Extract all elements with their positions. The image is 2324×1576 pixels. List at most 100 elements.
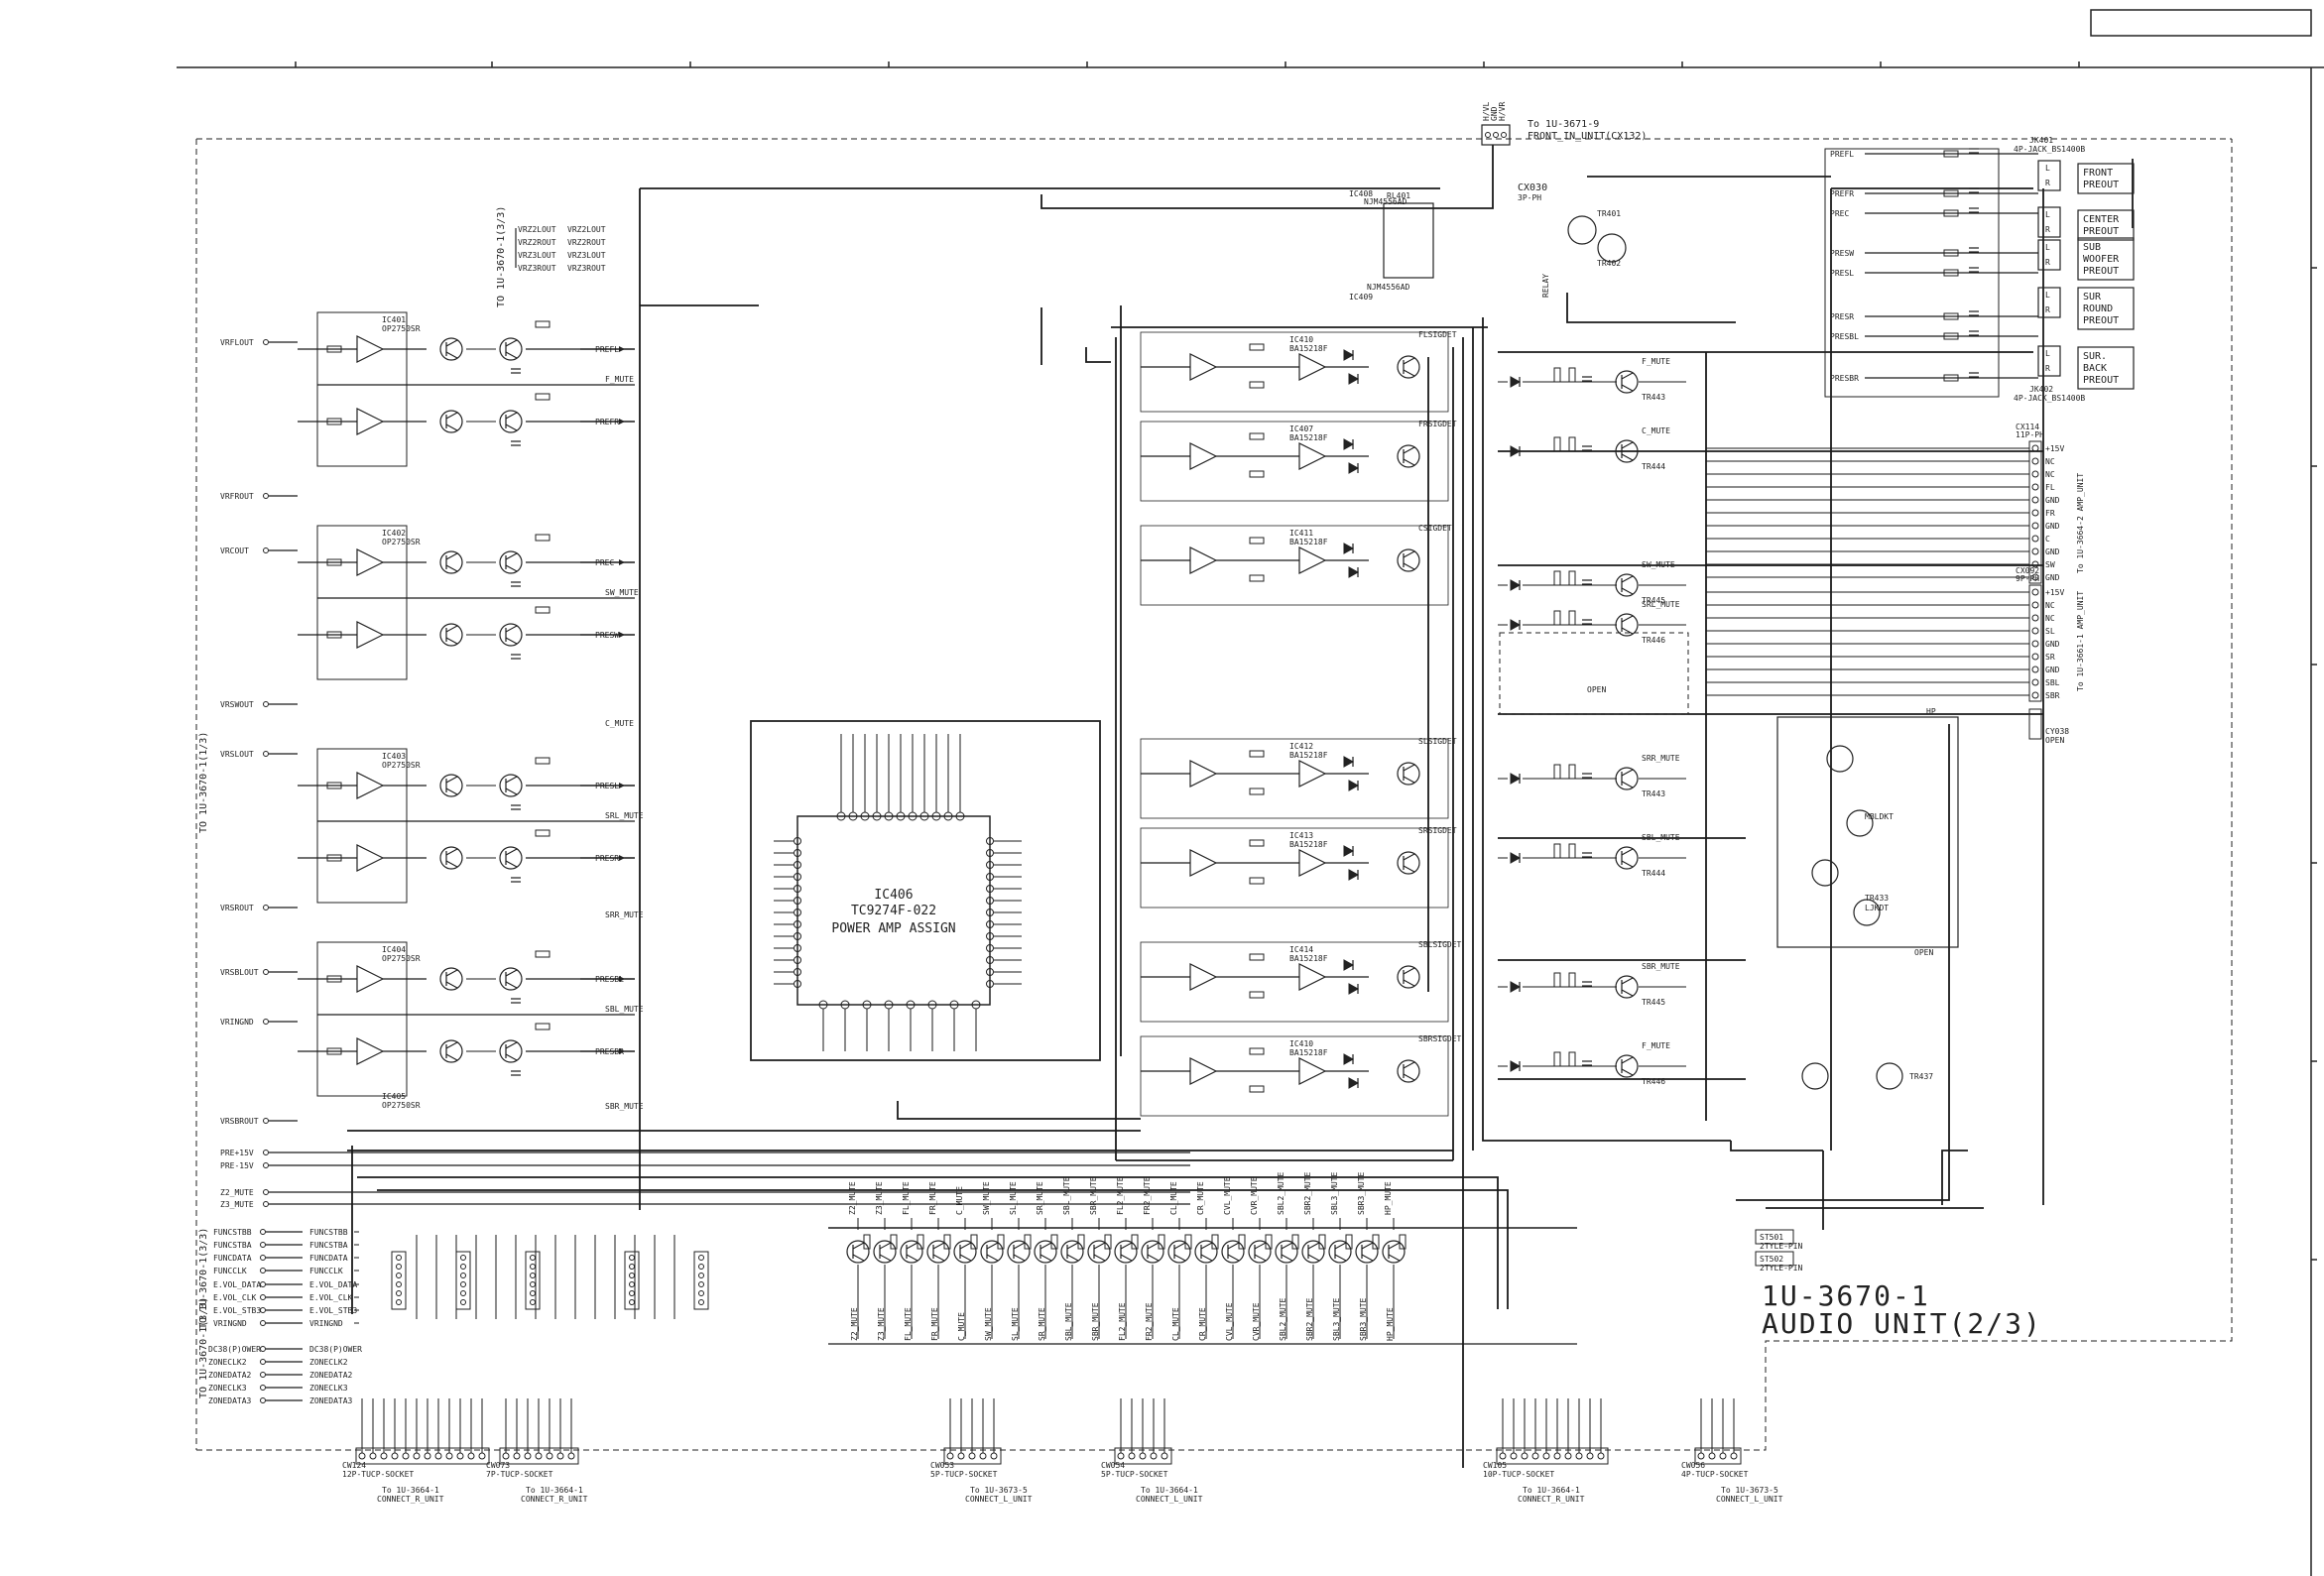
connector-pin	[1128, 1452, 1136, 1460]
jack-label: SUR.	[2083, 351, 2107, 362]
resistor-symbol	[1318, 1234, 1326, 1250]
terminal-icon	[263, 1019, 269, 1025]
resistor-symbol	[1943, 249, 1959, 257]
connector-type: 11P-PH	[2016, 430, 2044, 439]
transistor-symbol	[499, 774, 523, 797]
connector-pin-label: FR	[2045, 509, 2055, 518]
resistor-symbol	[1568, 764, 1576, 780]
vrz3rout-label: VRZ3ROUT	[518, 264, 556, 273]
jack-body	[2037, 287, 2061, 318]
sigdet-label: SBRSIGDET	[1418, 1034, 1462, 1043]
diode-symbol	[1510, 852, 1522, 864]
mute-transistor-column: TR443F_MUTETR444C_MUTETR445SW_MUTETR446S…	[1498, 357, 1686, 1086]
mute-net-label: SRL_MUTE	[605, 811, 644, 820]
transistor-symbol	[1060, 1240, 1084, 1264]
opamp-ref: IC403	[382, 752, 406, 761]
wire	[445, 848, 458, 856]
cw-pin	[698, 1281, 704, 1287]
cw-pin	[698, 1299, 704, 1305]
connector-pin-label: FL	[2045, 483, 2055, 492]
wire	[1621, 384, 1634, 392]
mute-bus-label: FL2_MUTE	[1116, 1176, 1125, 1215]
control-input-label: FUNCDATA	[213, 1254, 252, 1263]
connector-body	[2028, 708, 2042, 740]
cw-pin	[530, 1255, 536, 1261]
jack-ref: JK402	[2029, 385, 2053, 394]
cw-pin	[396, 1255, 402, 1261]
jack-input-label: PRESW	[1830, 249, 1854, 258]
zone-net-label: ZONECLK2	[309, 1358, 348, 1367]
connector-pin	[2031, 509, 2039, 517]
connector-pin-label: +15V	[2045, 444, 2064, 453]
jack-l: L	[2045, 291, 2050, 300]
diode-symbol	[1348, 566, 1360, 578]
connector-pin	[358, 1452, 366, 1460]
ic406-pin	[794, 885, 801, 893]
wire	[505, 637, 518, 645]
left-inputs: VRFLOUTVRFROUTVRCOUTVRSWOUTVRSLOUTVRSROU…	[220, 338, 1190, 1209]
vrz2rout-net: VRZ2ROUT	[567, 238, 606, 247]
wire	[1093, 1254, 1106, 1262]
mute-bus-out-label: HP_MUTE	[1386, 1307, 1395, 1341]
ic406-function: POWER AMP ASSIGN	[831, 921, 955, 936]
tr401-label: TR401	[1597, 209, 1621, 218]
resistor-symbol	[1104, 1234, 1112, 1250]
wire	[1621, 848, 1634, 856]
ic-ref: IC412	[1289, 742, 1313, 751]
opamp-frame	[316, 941, 408, 1097]
resistor-symbol	[997, 1234, 1005, 1250]
resistor-symbol	[1568, 367, 1576, 383]
ic-part: BA15218F	[1289, 1048, 1328, 1057]
opamp-frame	[316, 311, 408, 467]
cw-pin	[629, 1264, 635, 1270]
wire	[1040, 145, 1494, 209]
wire	[1621, 575, 1634, 583]
wire	[445, 981, 458, 989]
resistor-symbol	[1943, 150, 1959, 158]
resistor-symbol	[1553, 843, 1561, 859]
mute-net-label: SW_MUTE	[1642, 560, 1675, 569]
wire	[445, 339, 458, 347]
resistor-symbol	[1553, 610, 1561, 626]
opamp-symbol	[1189, 849, 1218, 877]
connector-pin-label: GND	[2045, 640, 2060, 649]
resistor-symbol	[1249, 470, 1265, 478]
mute-net-label: F_MUTE	[1642, 1041, 1670, 1050]
wire	[1403, 776, 1415, 784]
wire	[445, 1053, 458, 1061]
wire	[445, 564, 458, 572]
sigdet-label: SLSIGDET	[1418, 737, 1457, 746]
bottom-connector-unit: CONNECT_R_UNIT	[377, 1495, 444, 1504]
cw-pin	[530, 1299, 536, 1305]
wire	[1621, 372, 1634, 380]
connector-pin	[957, 1452, 965, 1460]
terminal-icon	[263, 547, 269, 553]
wire	[1307, 1254, 1320, 1262]
transistor-symbol	[980, 1240, 1004, 1264]
bottom-connector-type: 10P-TUCP-SOCKET	[1483, 1470, 1554, 1479]
resistor-symbol	[1249, 750, 1265, 758]
jack-input-label: PRESR	[1830, 312, 1854, 321]
ic406-pin	[794, 944, 801, 952]
mute-bus-label: Z2_MUTE	[848, 1181, 857, 1215]
ic406-part: TC9274F-022	[851, 904, 936, 918]
mute-bus-out-label: FR_MUTE	[930, 1307, 939, 1341]
transistor-symbol	[499, 410, 523, 433]
mute-bus-out-label: SR_MUTE	[1038, 1307, 1046, 1341]
left-vertical-label: TO 1U-3670-1(1/3)	[198, 732, 209, 833]
left-input-label: VRSBROUT	[220, 1117, 259, 1126]
connector-pin	[513, 1452, 521, 1460]
jack-type: 4P-JACK_BS1400B	[2014, 394, 2085, 403]
opamp-symbol	[1298, 442, 1327, 470]
terminal-icon	[260, 1372, 266, 1378]
transistor-symbol	[499, 550, 523, 574]
arrow-icon	[619, 632, 625, 638]
transistor-symbol	[499, 967, 523, 991]
bottom-connector-unit: CONNECT_L_UNIT	[1136, 1495, 1203, 1504]
ic406-pin	[794, 849, 801, 857]
transistor-symbol	[499, 1039, 523, 1063]
resistor-symbol	[943, 1234, 951, 1250]
wire	[1482, 317, 1731, 1142]
mute-bus-label: C_MUTE	[955, 1186, 964, 1215]
wire	[445, 424, 458, 431]
